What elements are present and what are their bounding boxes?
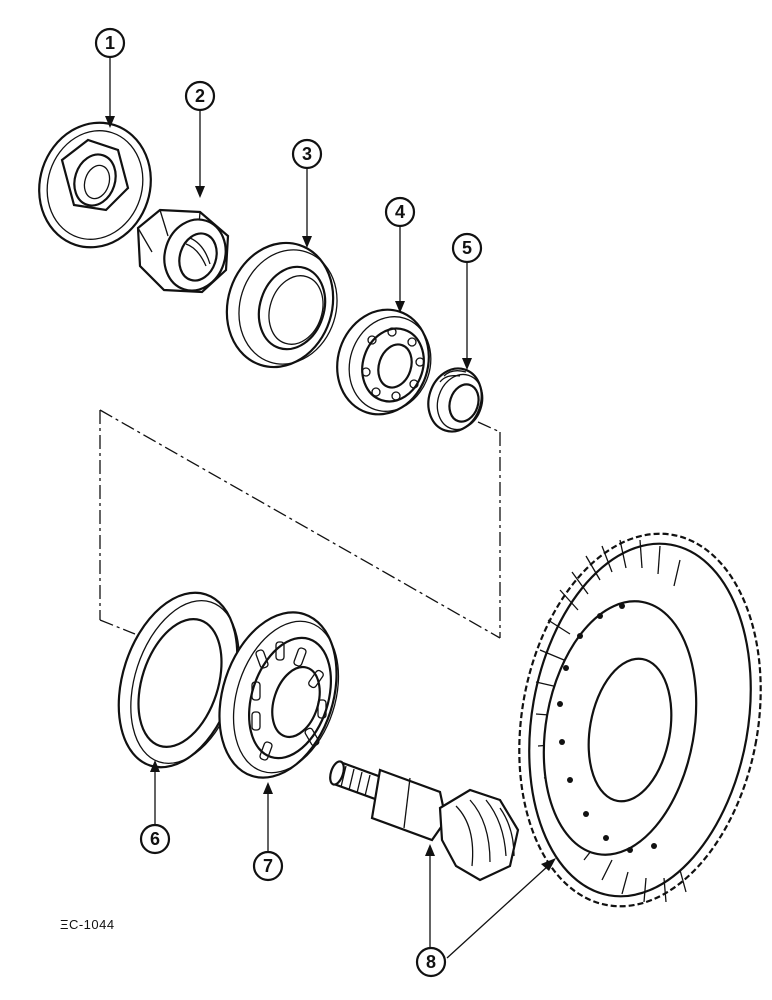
callout-8: 8 <box>415 946 447 978</box>
pinion-shaft-part <box>329 760 520 882</box>
callout-6: 6 <box>139 823 171 855</box>
callout-7-number: 7 <box>263 856 273 876</box>
leader-arrows <box>105 57 556 959</box>
callout-1: 1 <box>94 27 126 59</box>
callout-3-number: 3 <box>302 144 312 164</box>
callout-2-number: 2 <box>195 86 205 106</box>
roller-ring <box>361 327 425 401</box>
bearing-cone-part <box>336 308 432 416</box>
taper-rollers <box>251 641 327 761</box>
callout-7: 7 <box>252 850 284 882</box>
taper-roller-bearing-part <box>218 611 340 779</box>
washer-part <box>38 121 152 249</box>
gear-teeth <box>535 539 687 903</box>
callout-8-number: 8 <box>426 952 436 972</box>
bearing-cup-part <box>225 241 338 369</box>
nut-part <box>136 208 230 294</box>
callout-1-number: 1 <box>105 33 115 53</box>
callout-3: 3 <box>291 138 323 170</box>
figure-reference-code: ΞC-1044 <box>60 917 115 932</box>
assembly-centerlines <box>99 409 501 639</box>
callout-4: 4 <box>384 196 416 228</box>
callout-6-number: 6 <box>150 829 160 849</box>
spacer-part <box>427 367 484 433</box>
callout-5: 5 <box>451 232 483 264</box>
callout-5-number: 5 <box>462 238 472 258</box>
callout-2: 2 <box>184 80 216 112</box>
bolt-holes <box>557 603 657 853</box>
ring-gear-part <box>518 532 762 908</box>
callout-4-number: 4 <box>395 202 405 222</box>
